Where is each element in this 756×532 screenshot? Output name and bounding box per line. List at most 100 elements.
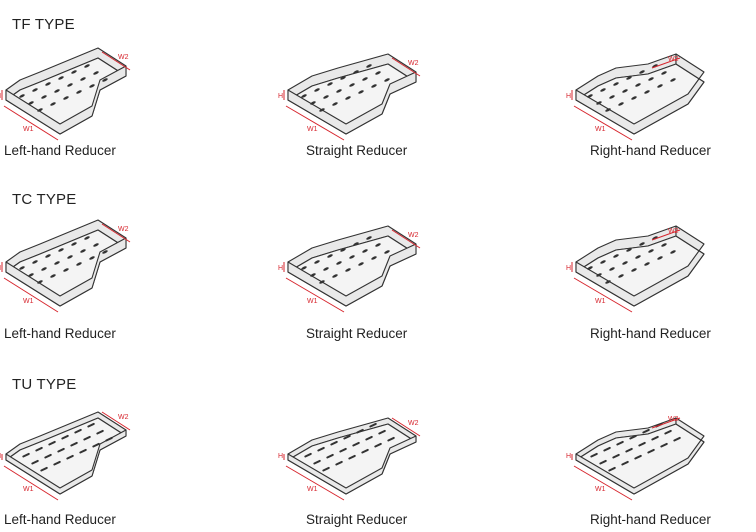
groove-slot [317,446,325,452]
perforation-slot [375,71,381,75]
h-label: H [278,93,283,100]
w2-label: W2 [408,420,419,427]
w2-label: W2 [118,414,129,421]
perforation-slot [310,273,316,277]
tray-front-wall [575,417,705,495]
perforation-slot [384,250,390,254]
perforation-slot [613,254,619,258]
groove-slot [612,453,620,459]
perforation-slot [50,102,56,106]
perforation-slot [600,260,606,264]
perforation-slot [80,249,86,253]
perforation-slot [323,95,329,99]
groove-slot [313,459,321,465]
groove-slot [83,435,91,441]
perforation-slot [375,243,381,247]
perforation-slot [596,273,602,277]
groove-slot [57,447,65,453]
groove-slot [374,442,382,448]
reducer-drawing: W1 W2H [278,417,421,501]
perforation-slot [587,266,593,270]
groove-slot [608,466,616,472]
groove-slot [616,440,624,446]
perforation-slot [648,77,654,81]
w1-label: W1 [307,298,318,305]
w1-dimension-line [285,465,345,501]
w1-dimension-line [3,105,59,141]
tf-right-caption: Right-hand Reducer [590,143,711,158]
groove-slot [378,429,386,435]
perforation-slot [362,77,368,81]
perforation-slot [89,256,95,260]
perforation-slot [332,274,338,278]
perforation-slot [80,77,86,81]
perforation-slot [336,261,342,265]
w1-label: W1 [307,126,318,133]
perforation-slot [332,102,338,106]
w2-dimension-line [101,51,131,71]
perforation-slot [67,255,73,259]
tu-left-caption: Left-hand Reducer [4,512,116,527]
perforation-slot [353,242,359,246]
tc-right-caption: Right-hand Reducer [590,326,711,341]
w2-dimension-line [101,223,131,243]
groove-slot [369,422,377,428]
w1-label: W1 [307,486,318,493]
groove-slot [625,447,633,453]
perforation-slot [71,242,77,246]
perforation-slot [340,248,346,252]
perforation-slot [349,255,355,259]
w1-label: W1 [595,126,606,133]
tray-front-wall [287,243,417,307]
perforation-slot [600,88,606,92]
perforation-slot [19,266,25,270]
groove-slot [673,436,681,442]
perforation-slot [644,262,650,266]
perforation-slot [340,76,346,80]
section-title-tf: TF TYPE [12,16,75,33]
groove-slot [629,434,637,440]
groove-slot [53,460,61,466]
groove-slot [31,459,39,465]
groove-slot [343,434,351,440]
perforation-slot [652,236,658,240]
perforation-slot [28,101,34,105]
perforation-slot [58,76,64,80]
groove-slot [330,440,338,446]
tray-front-wall [575,53,705,135]
groove-slot [603,446,611,452]
groove-slot [61,434,69,440]
perforation-slot [345,268,351,272]
perforation-slot [84,236,90,240]
groove-slot [322,466,330,472]
perforation-slot [50,274,56,278]
groove-slot [352,441,360,447]
tray-front-wall [287,71,417,135]
tray-front-wall [5,429,127,495]
perforation-slot [384,78,390,82]
h-label: H [278,453,283,460]
w1-label: W1 [595,298,606,305]
groove-slot [621,460,629,466]
h-label: H [0,93,1,100]
perforation-slot [661,243,667,247]
perforation-slot [618,102,624,106]
groove-slot [74,428,82,434]
groove-slot [361,448,369,454]
perforation-slot [37,280,43,284]
groove-slot [304,452,312,458]
groove-slot [387,436,395,442]
perforation-slot [63,96,69,100]
groove-slot [651,435,659,441]
tc-left-caption: Left-hand Reducer [4,326,116,341]
w2-dimension-line [651,417,681,429]
perforation-slot [76,262,82,266]
w1-dimension-line [573,105,633,141]
groove-slot [356,428,364,434]
tray-front-wall [575,225,705,307]
perforation-slot [635,83,641,87]
